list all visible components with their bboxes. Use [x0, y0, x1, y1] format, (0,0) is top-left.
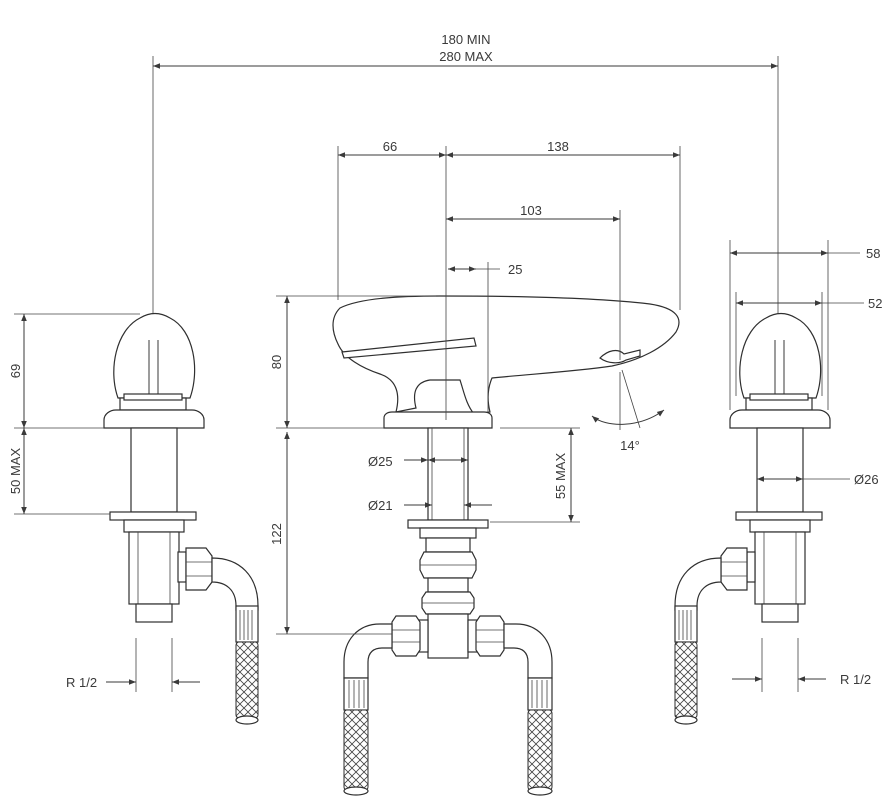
handle-shank-max-label: 50 MAX [8, 448, 23, 495]
thread-right-label: R 1/2 [840, 672, 871, 687]
below-deck-label: 122 [269, 523, 284, 545]
spout-outlet-label: 103 [520, 203, 542, 218]
right-handle-dimensions: 58 52 Ø26 R 1/2 [729, 240, 882, 692]
spout-reach-label: 138 [547, 139, 569, 154]
spout-diameter-upper-label: Ø25 [368, 454, 393, 469]
spout-height-label: 80 [269, 355, 284, 369]
spout-dimensions: 66 138 103 25 80 122 55 MAX Ø25 Ø21 [269, 139, 681, 635]
span-min-label: 180 MIN [441, 32, 490, 47]
spout-angle-label: 14° [620, 438, 640, 453]
left-handle-dimensions: 69 50 MAX R 1/2 [8, 313, 200, 692]
spout-diameter-lower-label: Ø21 [368, 498, 393, 513]
spout-shank-max-label: 55 MAX [553, 453, 568, 500]
spout-offset-label: 25 [508, 262, 522, 277]
handle-diameter-label: Ø26 [854, 472, 879, 487]
handle-width-outer-label: 58 [866, 246, 880, 261]
left-handle [103, 312, 259, 725]
handle-width-inner-label: 52 [868, 296, 882, 311]
thread-left-label: R 1/2 [66, 675, 97, 690]
right-handle [674, 312, 831, 725]
spout [332, 295, 680, 796]
handle-height-label: 69 [8, 364, 23, 378]
spout-back-label: 66 [383, 139, 397, 154]
span-max-label: 280 MAX [439, 49, 493, 64]
overall-span-dimension: 180 MIN 280 MAX [152, 32, 779, 318]
